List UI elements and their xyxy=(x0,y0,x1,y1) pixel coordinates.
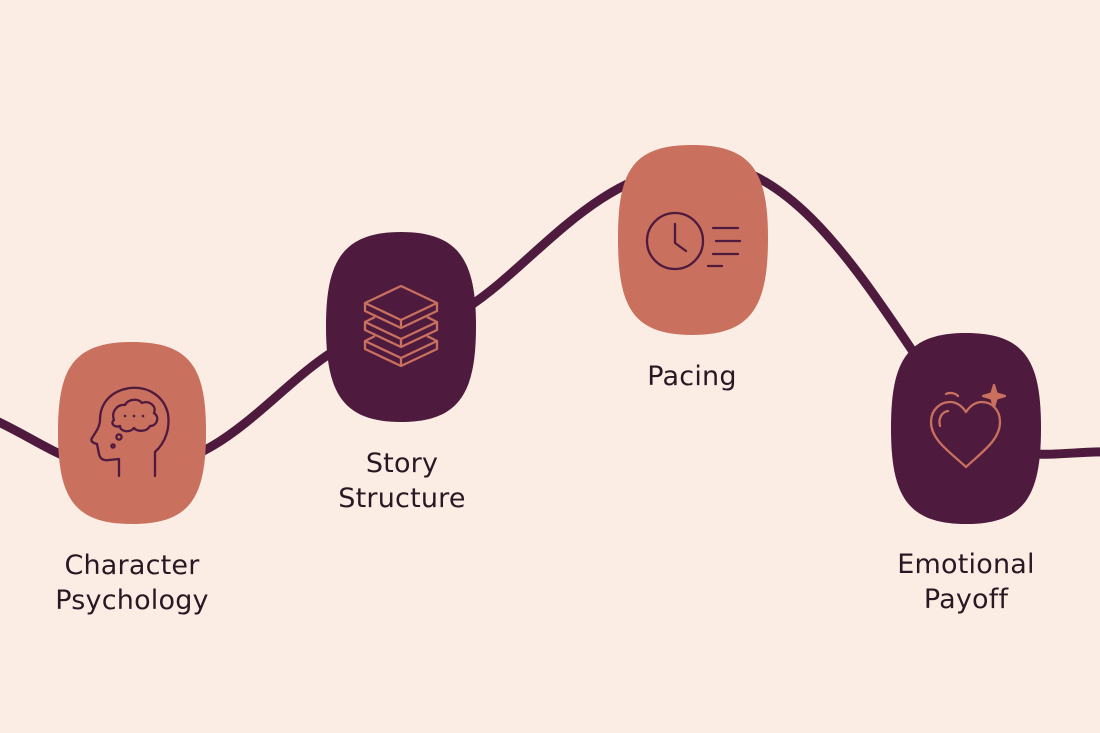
badge-pacing xyxy=(618,145,768,335)
label-character-psychology: Character Psychology xyxy=(52,548,212,618)
label-line: Psychology xyxy=(55,585,209,616)
stage-pacing xyxy=(618,145,768,335)
layers-icon xyxy=(363,284,439,368)
badge-emotional-payoff xyxy=(891,333,1041,524)
label-line: Character xyxy=(64,550,200,581)
label-line: Payoff xyxy=(923,584,1009,615)
sparkle-heart-icon xyxy=(929,383,1007,469)
fast-clock-icon xyxy=(645,211,742,271)
badge-character-psychology xyxy=(58,342,206,524)
stage-character-psychology xyxy=(58,342,206,524)
label-line: Story xyxy=(365,448,439,479)
label-line: Emotional xyxy=(897,549,1035,580)
label-line: Pacing xyxy=(647,361,737,392)
label-line: Structure xyxy=(338,483,466,514)
head-thought-icon xyxy=(90,386,170,478)
stage-story-structure xyxy=(326,232,476,422)
label-pacing: Pacing xyxy=(612,359,772,394)
label-emotional-payoff: Emotional Payoff xyxy=(886,547,1046,617)
label-story-structure: Story Structure xyxy=(322,446,482,516)
stage-emotional-payoff xyxy=(891,333,1041,524)
